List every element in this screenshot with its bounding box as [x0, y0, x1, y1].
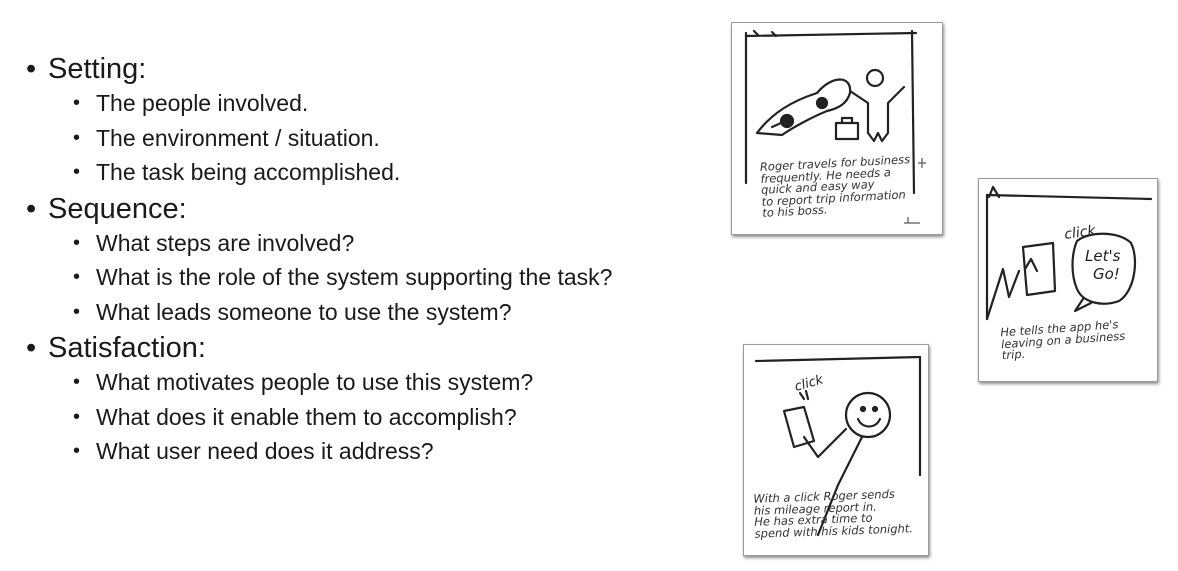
list-item: What motivates people to use this system…	[96, 369, 534, 395]
storyboard-panel-3: click With a click Roger sends his milea…	[743, 344, 929, 556]
bullet-outline: • Setting: • The people involved. • The env…	[26, 50, 726, 469]
section-heading: Sequence:	[48, 192, 187, 225]
bullet-icon: •	[26, 192, 37, 225]
bullet-icon: •	[73, 440, 81, 462]
section-sequence: • Sequence: • What steps are involved? • Wh…	[26, 192, 726, 330]
panel-3-caption: With a click Roger sends his mileage rep…	[753, 486, 914, 541]
panel-1-sketch	[744, 29, 926, 224]
bullet-icon: •	[73, 126, 81, 149]
list-item: What user need does it address?	[96, 438, 434, 464]
section-heading: Setting:	[48, 53, 147, 85]
bullet-icon: •	[26, 53, 37, 85]
storyboard-panel-2: click Let's Go! He tells the app he's le…	[978, 178, 1158, 382]
list-item: What does it enable them to accomplish?	[96, 403, 517, 430]
list-item: The environment / situation.	[96, 124, 380, 151]
bullet-icon: •	[73, 405, 81, 428]
bullet-icon: •	[26, 332, 37, 364]
list-item: What steps are involved?	[96, 229, 355, 256]
bullet-icon: •	[73, 231, 81, 254]
bullet-icon: •	[73, 161, 81, 183]
list-item: What is the role of the system supportin…	[96, 264, 613, 290]
speech-bubble-text: Let's	[1085, 247, 1121, 265]
list-item: The people involved.	[96, 90, 309, 116]
storyboard-panel-1: Roger travels for business frequently. H…	[731, 22, 943, 235]
panel-2-sketch: click Let's Go!	[985, 185, 1153, 321]
list-item: What leads someone to use the system?	[96, 298, 512, 325]
bullet-icon: •	[73, 92, 81, 114]
click-label: click	[793, 372, 826, 395]
bullet-icon: •	[73, 266, 81, 288]
list-item: The task being accomplished.	[96, 159, 401, 185]
panel-3-sketch: click	[754, 355, 922, 537]
bullet-icon: •	[73, 300, 81, 323]
section-heading: Satisfaction:	[48, 332, 206, 364]
section-satisfaction: • Satisfaction: • What motivates people to…	[26, 331, 726, 469]
click-label: click	[1063, 223, 1097, 243]
section-setting: • Setting: • The people involved. • The env…	[26, 52, 726, 190]
panel-1-caption: Roger travels for business frequently. H…	[759, 152, 911, 220]
speech-bubble-text: Go!	[1093, 265, 1120, 283]
bullet-icon: •	[73, 371, 81, 393]
